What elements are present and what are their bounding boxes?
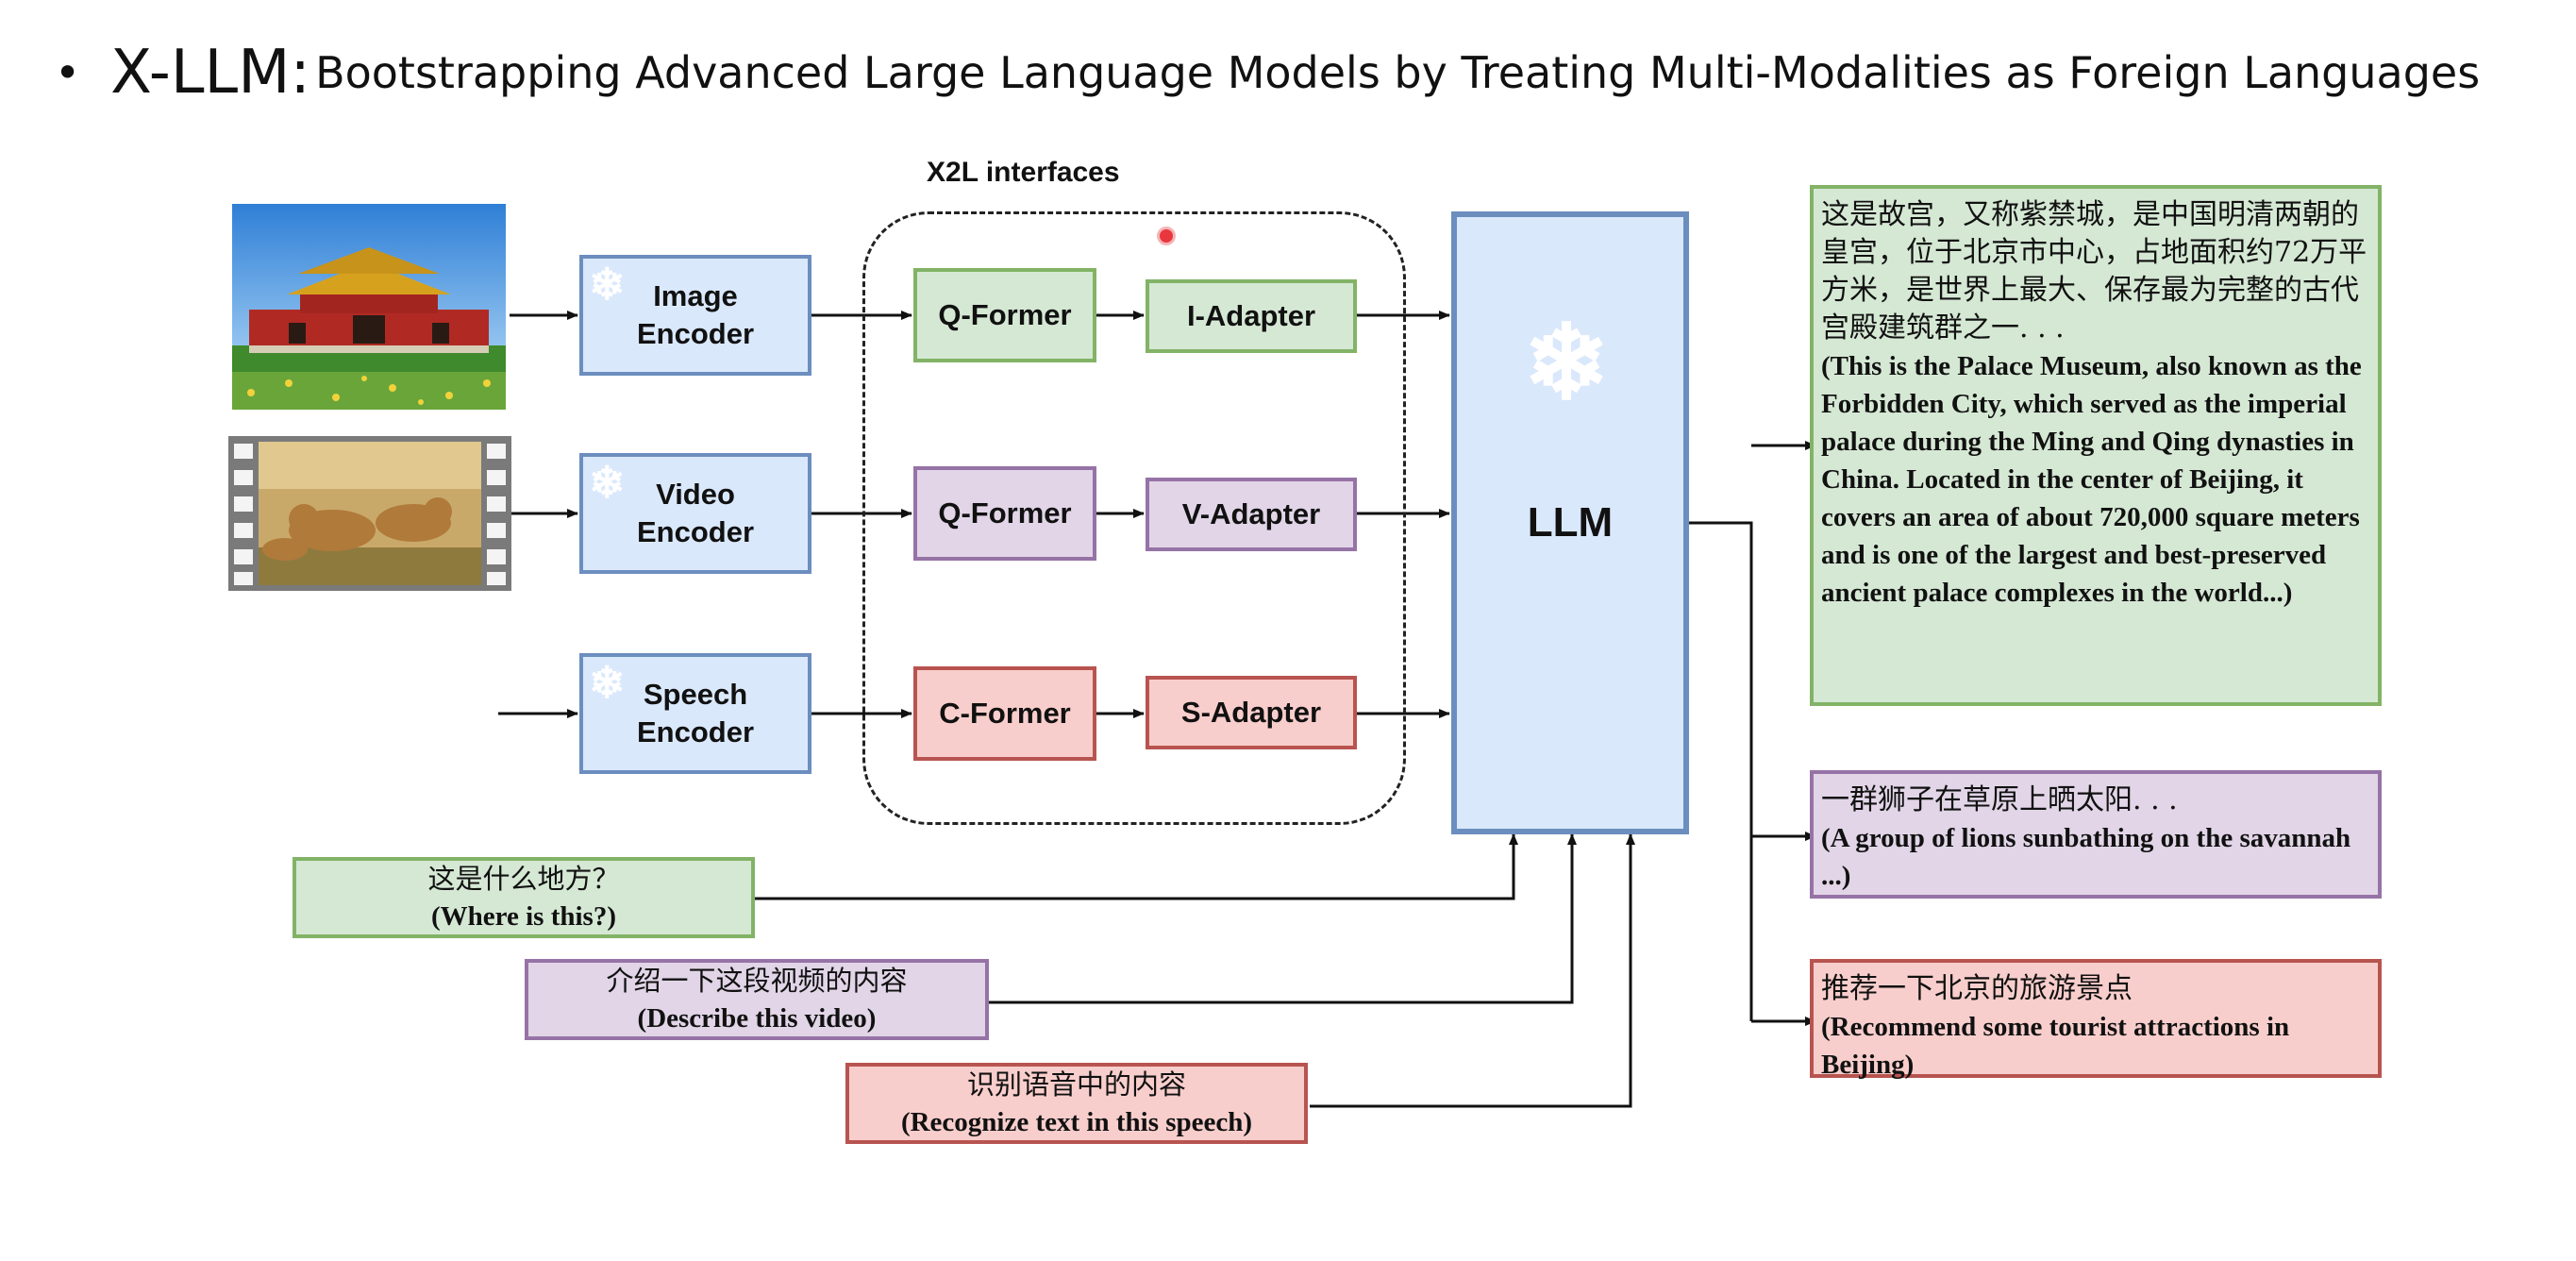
slide-title: • X-LLM: Bootstrapping Advanced Large Lan…: [55, 38, 2480, 108]
v-adapter-box: V-Adapter: [1146, 478, 1357, 551]
waveform-icon: [223, 641, 498, 782]
video-input-thumbnail: [228, 436, 511, 591]
snowflake-icon: ❄: [589, 658, 626, 707]
output-3-cn: 推荐一下北京的旅游景点: [1821, 972, 2133, 1005]
output-box-2: 一群狮子在草原上晒太阳. . . (A group of lions sunba…: [1810, 770, 2382, 899]
title-main: X-LLM:: [110, 38, 310, 108]
instruction-3-cn: 识别语音中的内容: [966, 1068, 1186, 1101]
output-3-en: (Recommend some tourist attractions in B…: [1821, 1012, 2290, 1080]
video-encoder-label-2: Encoder: [636, 515, 755, 548]
speech-c-former-box: C-Former: [913, 666, 1096, 761]
title-subtitle: Bootstrapping Advanced Large Language Mo…: [315, 47, 2481, 98]
image-encoder-label-2: Encoder: [636, 317, 755, 350]
title-bullet: •: [55, 47, 81, 98]
output-1-cn: 这是故宫，又称紫禁城，是中国明清两朝的皇宫，位于北京市中心，占地面积约72万平方…: [1821, 198, 2367, 345]
video-encoder-box: ❄ Video Encoder: [579, 453, 811, 574]
instruction-box-2: 介绍一下这段视频的内容 (Describe this video): [525, 959, 989, 1040]
speech-encoder-label-2: Encoder: [636, 715, 755, 748]
arrow-llm-to-outputs: [1689, 521, 1753, 1021]
video-q-former-box: Q-Former: [913, 466, 1096, 561]
video-q-former-label: Q-Former: [938, 496, 1072, 530]
image-encoder-box: ❄ Image Encoder: [579, 255, 811, 376]
llm-box: ❄ LLM: [1451, 211, 1689, 834]
snowflake-icon: ❄: [1523, 305, 1611, 421]
instruction-1-cn: 这是什么地方？: [427, 863, 620, 895]
output-box-3: 推荐一下北京的旅游景点 (Recommend some tourist attr…: [1810, 959, 2382, 1080]
instruction-2-cn: 介绍一下这段视频的内容: [606, 965, 908, 997]
instruction-2-en: (Describe this video): [637, 1003, 877, 1034]
s-adapter-box: S-Adapter: [1146, 676, 1357, 749]
v-adapter-label: V-Adapter: [1181, 497, 1321, 530]
i-adapter-box: I-Adapter: [1146, 279, 1357, 353]
snowflake-icon: ❄: [589, 458, 626, 507]
pointer-cursor-icon: [1157, 227, 1176, 245]
output-2-en: (A group of lions sunbathing on the sava…: [1821, 823, 2351, 891]
llm-label: LLM: [1527, 499, 1614, 546]
film-strip-icon: [228, 436, 511, 591]
x2l-interfaces-group: [862, 211, 1406, 825]
s-adapter-label: S-Adapter: [1180, 696, 1322, 729]
speech-encoder-label-1: Speech: [643, 678, 748, 711]
speech-input-waveform: [223, 638, 498, 789]
instruction-3-en: (Recognize text in this speech): [900, 1107, 1253, 1137]
image-input-thumbnail: [232, 204, 506, 410]
image-q-former-box: Q-Former: [913, 268, 1096, 362]
arrow-instruction-1-to-llm: [753, 833, 1518, 900]
arrow-instruction-3-to-llm: [1310, 833, 1635, 1108]
speech-c-former-label: C-Former: [939, 697, 1071, 730]
output-2-cn: 一群狮子在草原上晒太阳. . .: [1821, 783, 2178, 816]
instruction-box-1: 这是什么地方？ (Where is this?): [293, 857, 755, 938]
i-adapter-label: I-Adapter: [1186, 299, 1316, 332]
output-1-en: (This is the Palace Museum, also known a…: [1821, 351, 2362, 608]
speech-encoder-box: ❄ Speech Encoder: [579, 653, 811, 774]
image-q-former-label: Q-Former: [938, 298, 1072, 331]
arrow-instruction-2-to-llm: [989, 833, 1577, 1004]
palace-image-icon: [232, 204, 506, 410]
video-encoder-label-1: Video: [656, 478, 735, 511]
instruction-box-3: 识别语音中的内容 (Recognize text in this speech): [845, 1063, 1308, 1144]
image-encoder-label-1: Image: [653, 279, 738, 312]
output-box-1: 这是故宫，又称紫禁城，是中国明清两朝的皇宫，位于北京市中心，占地面积约72万平方…: [1810, 185, 2382, 706]
instruction-1-en: (Where is this?): [430, 901, 616, 932]
x2l-interfaces-label: X2L interfaces: [927, 157, 1120, 188]
snowflake-icon: ❄: [589, 260, 626, 309]
